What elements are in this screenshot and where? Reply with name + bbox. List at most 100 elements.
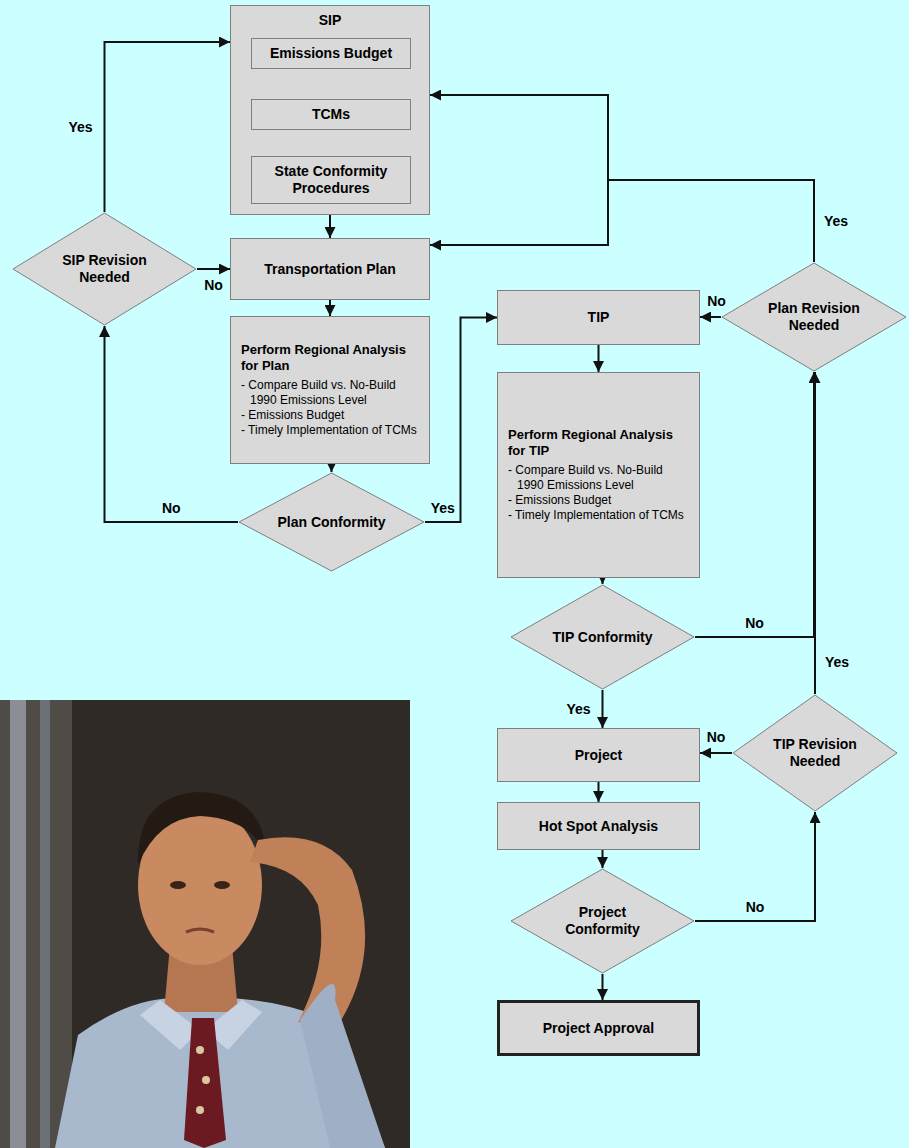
flow-arrow (814, 372, 816, 694)
diamond-shape (239, 473, 424, 571)
edge-label: No (705, 293, 728, 309)
edge-label: No (744, 899, 767, 915)
list-item: - Emissions Budget (241, 408, 419, 423)
process-box: Transportation Plan (230, 238, 430, 300)
diamond-shape (511, 585, 694, 689)
tie-pattern (202, 1076, 210, 1084)
edge-label: No (202, 277, 225, 293)
text-holder: SIP Revision Needed (49, 252, 160, 286)
flow-arrow (695, 372, 814, 637)
decision-diamond: Plan Revision Needed (721, 262, 907, 372)
text-holder: Project Conformity (547, 904, 658, 938)
edge-label: Yes (823, 654, 851, 670)
diamond-shape (13, 213, 196, 325)
decision-diamond: Project Conformity (510, 868, 695, 974)
decision-diamond: TIP Revision Needed (732, 694, 898, 812)
text-holder: SIP (231, 12, 429, 29)
arm (250, 837, 365, 1030)
node-label: Plan Conformity (277, 514, 385, 531)
flow-arrow (598, 345, 600, 372)
window-strip (10, 700, 26, 1148)
edge-label: No (705, 729, 728, 745)
process-box: State Conformity Procedures (251, 156, 411, 204)
text-holder: Perform Regional Analysis for TIP- Compa… (508, 427, 689, 523)
text-holder: TIP Conformity (552, 629, 652, 646)
node-label: TIP Conformity (552, 629, 652, 646)
text-holder: Project Approval (543, 1020, 655, 1037)
decision-diamond: Plan Conformity (238, 472, 425, 572)
flow-arrow (695, 812, 815, 921)
process-box: Project (497, 728, 700, 782)
list-item: - Timely Implementation of TCMs (508, 508, 689, 523)
eye (214, 881, 230, 889)
text-holder: TIP Revision Needed (765, 736, 865, 770)
node-label: Emissions Budget (270, 45, 392, 62)
diamond-shape (722, 263, 906, 371)
flow-arrow (197, 268, 230, 270)
node-label: SIP (231, 12, 429, 29)
decision-diamond: TIP Conformity (510, 584, 695, 690)
flow-arrow (598, 782, 600, 802)
node-label: TIP Revision Needed (765, 736, 865, 770)
photo-illustration (0, 700, 410, 1148)
process-box: TIP (497, 290, 700, 345)
eye (170, 881, 186, 889)
text-holder: Plan Conformity (277, 514, 385, 531)
node-label: Project (575, 747, 622, 764)
text-holder: Plan Revision Needed (758, 300, 870, 334)
edge-label: No (160, 500, 183, 516)
text-holder: TCMs (312, 106, 350, 123)
terminal-box: Project Approval (497, 1000, 700, 1056)
text-holder: Hot Spot Analysis (539, 818, 658, 835)
node-label: SIP Revision Needed (49, 252, 160, 286)
process-box: Emissions Budget (251, 38, 411, 69)
sleeve (300, 984, 385, 1148)
window-frame (0, 700, 72, 1148)
node-heading: Perform Regional Analysis for TIP (508, 427, 689, 459)
tie (184, 1018, 226, 1148)
diamond-shape (511, 869, 694, 973)
tie-pattern (196, 1046, 204, 1054)
analysis-box: Perform Regional Analysis for TIP- Compa… (497, 372, 700, 578)
process-box: Hot Spot Analysis (497, 802, 700, 850)
photo-background (0, 700, 410, 1148)
analysis-box: Perform Regional Analysis for Plan- Comp… (230, 316, 430, 464)
flow-arrow (329, 215, 331, 238)
hair (138, 792, 266, 865)
flow-arrow (602, 974, 604, 1000)
text-holder: State Conformity Procedures (260, 163, 402, 197)
window-strip (40, 700, 50, 1148)
flow-arrow (430, 95, 814, 262)
flow-arrow (602, 690, 604, 728)
edge-label: Yes (564, 701, 592, 717)
flow-arrow (329, 300, 331, 316)
node-heading: Perform Regional Analysis for Plan (241, 342, 419, 374)
text-holder: Perform Regional Analysis for Plan- Comp… (241, 342, 419, 438)
node-label: TIP (588, 309, 610, 326)
node-label: State Conformity Procedures (260, 163, 402, 197)
flow-arrow (331, 464, 333, 472)
list-item: - Emissions Budget (508, 493, 689, 508)
flow-arrow (425, 318, 497, 523)
flow-arrow (602, 850, 604, 868)
flow-arrow (700, 752, 732, 754)
flow-arrow (105, 326, 239, 522)
node-label: Hot Spot Analysis (539, 818, 658, 835)
text-holder: Project (575, 747, 622, 764)
group-box: SIP Emissions BudgetTCMsState Conformity … (230, 5, 430, 215)
list-item: - Timely Implementation of TCMs (241, 423, 419, 438)
node-label: TCMs (312, 106, 350, 123)
node-label: Project Approval (543, 1020, 655, 1037)
flow-arrow (430, 180, 814, 262)
edge-label: Yes (822, 213, 850, 229)
text-holder: Emissions Budget (270, 45, 392, 62)
mouth (186, 929, 214, 932)
edge-label: Yes (66, 119, 94, 135)
flow-arrow (602, 578, 604, 584)
diamond-shape (733, 695, 897, 811)
tie-pattern (196, 1106, 204, 1114)
flow-arrow (105, 42, 231, 212)
